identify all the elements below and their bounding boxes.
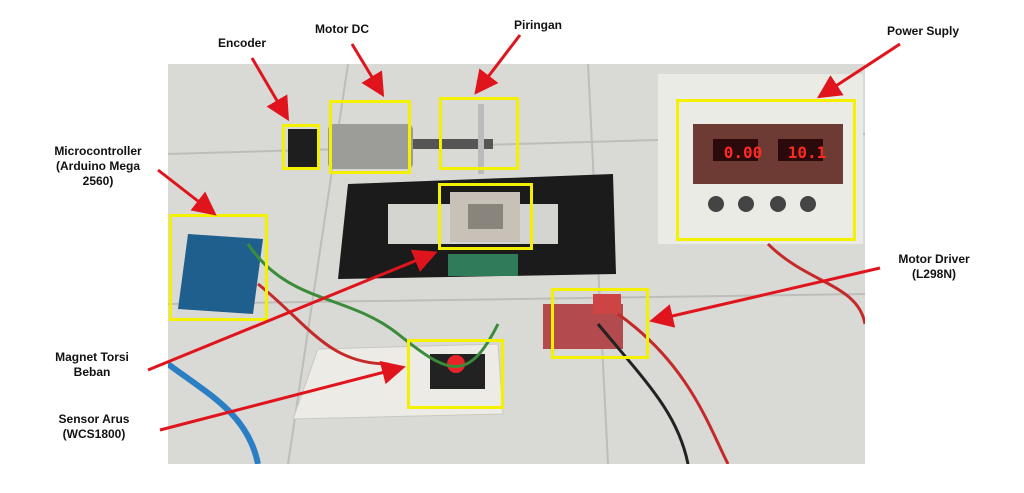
highlight-magnet — [438, 183, 533, 250]
label-motor-driver: Motor Driver (L298N) — [898, 252, 970, 281]
arrow-sensor-arus — [159, 360, 406, 432]
arrow-power-supply — [816, 42, 901, 99]
arrow-microcontroller — [157, 168, 217, 216]
highlight-microcontroller — [169, 214, 268, 321]
highlight-motor-driver — [551, 288, 649, 359]
label-motor-dc: Motor DC — [315, 22, 369, 36]
power-supply-readout-right: 10.1 — [787, 143, 827, 162]
label-encoder: Encoder — [218, 36, 267, 50]
label-power-supply: Power Suply — [887, 24, 960, 38]
arrow-motor-dc — [350, 43, 385, 98]
highlight-power-supply — [676, 99, 856, 241]
label-piringan: Piringan — [514, 18, 563, 32]
highlight-motor-dc — [329, 100, 411, 174]
power-supply-readout-left: 0.00 — [723, 143, 763, 162]
highlight-encoder — [282, 124, 320, 170]
arrow-piringan — [474, 34, 522, 95]
label-magnet-torsi: Magnet Torsi Beban — [55, 350, 129, 379]
highlight-piringan — [439, 97, 519, 170]
arrow-encoder — [250, 57, 290, 122]
label-microcontroller: Microcontroller (Arduino Mega 2560) — [54, 144, 142, 188]
highlight-sensor-arus — [407, 339, 504, 409]
label-sensor-arus: Sensor Arus (WCS1800) — [58, 412, 130, 441]
arrow-magnet — [147, 249, 438, 372]
arrow-motor-driver — [649, 266, 881, 328]
